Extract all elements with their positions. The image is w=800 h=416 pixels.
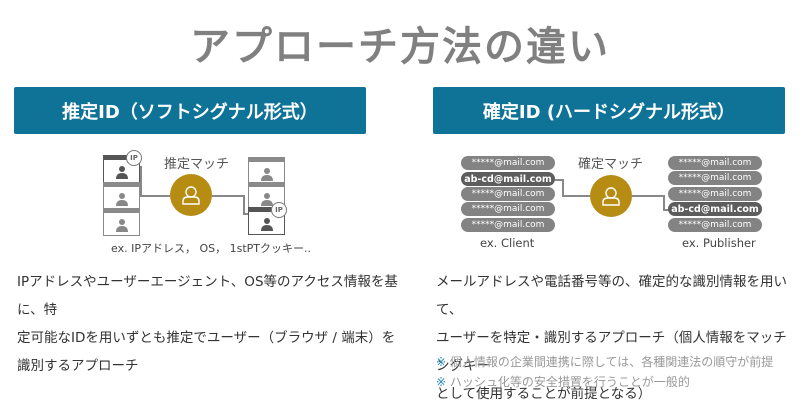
connector-line	[555, 179, 563, 181]
hard-match-label: 確定マッチ	[578, 157, 644, 172]
ip-badge: IP	[126, 150, 142, 166]
client-email-pill: *****@mail.com	[461, 187, 555, 201]
hard-signal-description: メールアドレスや電話番号等の、確定的な識別情報を用いて、 ユーザーを特定・識別す…	[436, 274, 787, 402]
client-email-pill: *****@mail.com	[461, 156, 555, 170]
publisher-email-pill: *****@mail.com	[668, 218, 762, 232]
reference-mark-icon: ※	[436, 355, 447, 369]
person-icon	[261, 218, 273, 231]
connector-line	[140, 195, 170, 197]
soft-signal-caption: ex. IPアドレス， OS， 1stPTクッキー..	[111, 242, 311, 255]
hard-signal-banner: 確定ID (ハードシグナル形式）	[433, 87, 785, 134]
publisher-label: ex. Publisher	[682, 236, 756, 250]
connector-line	[243, 213, 249, 215]
person-icon	[261, 193, 273, 206]
person-icon	[116, 166, 128, 179]
browser-window-icon	[103, 182, 140, 210]
client-email-pill-match: ab-cd@mail.com	[461, 172, 555, 186]
client-label: ex. Client	[480, 236, 535, 250]
client-email-pill: *****@mail.com	[461, 218, 555, 232]
person-icon	[261, 168, 273, 181]
soft-signal-description: IPアドレスやユーザーエージェント、OS等のアクセス情報を基に、特 定可能なID…	[17, 274, 398, 374]
person-icon	[116, 219, 128, 232]
connector-line	[140, 166, 142, 196]
publisher-email-pill: *****@mail.com	[668, 156, 762, 170]
browser-window-icon	[248, 157, 285, 185]
publisher-email-pill-match: ab-cd@mail.com	[668, 202, 762, 216]
reference-mark-icon: ※	[436, 375, 447, 389]
connector-line	[562, 195, 591, 197]
soft-match-label: 推定マッチ	[164, 157, 230, 172]
page-title: アプローチ方法の違い	[190, 24, 610, 70]
note-item: ※ 個人情報の企業間連携に際しては、各種関連法の順守が前提	[436, 355, 774, 369]
connector-line	[632, 195, 664, 197]
soft-signal-banner: 推定ID（ソフトシグナル形式）	[14, 87, 366, 134]
user-outline-icon	[182, 186, 200, 205]
user-circle	[170, 174, 212, 216]
publisher-email-pill: *****@mail.com	[668, 187, 762, 201]
note-item: ※ ハッシュ化等の安全措置を行うことが一般的	[436, 375, 690, 389]
browser-window-icon	[103, 208, 140, 236]
hard-signal-notes: ※ 個人情報の企業間連携に際しては、各種関連法の順守が前提 ※ ハッシュ化等の安…	[436, 352, 800, 392]
connector-line	[243, 195, 245, 214]
connector-line	[562, 179, 564, 196]
user-circle	[590, 175, 632, 217]
person-icon	[116, 193, 128, 206]
user-outline-icon	[602, 187, 620, 206]
connector-line	[212, 195, 244, 197]
soft-signal-banner-label: 推定ID（ソフトシグナル形式）	[62, 101, 318, 123]
connector-line	[663, 209, 669, 211]
publisher-email-pill: *****@mail.com	[668, 171, 762, 185]
client-email-pill: *****@mail.com	[461, 202, 555, 216]
connector-line	[663, 195, 665, 210]
ip-badge: IP	[271, 202, 287, 218]
hard-signal-banner-label: 確定ID (ハードシグナル形式）	[482, 101, 736, 123]
